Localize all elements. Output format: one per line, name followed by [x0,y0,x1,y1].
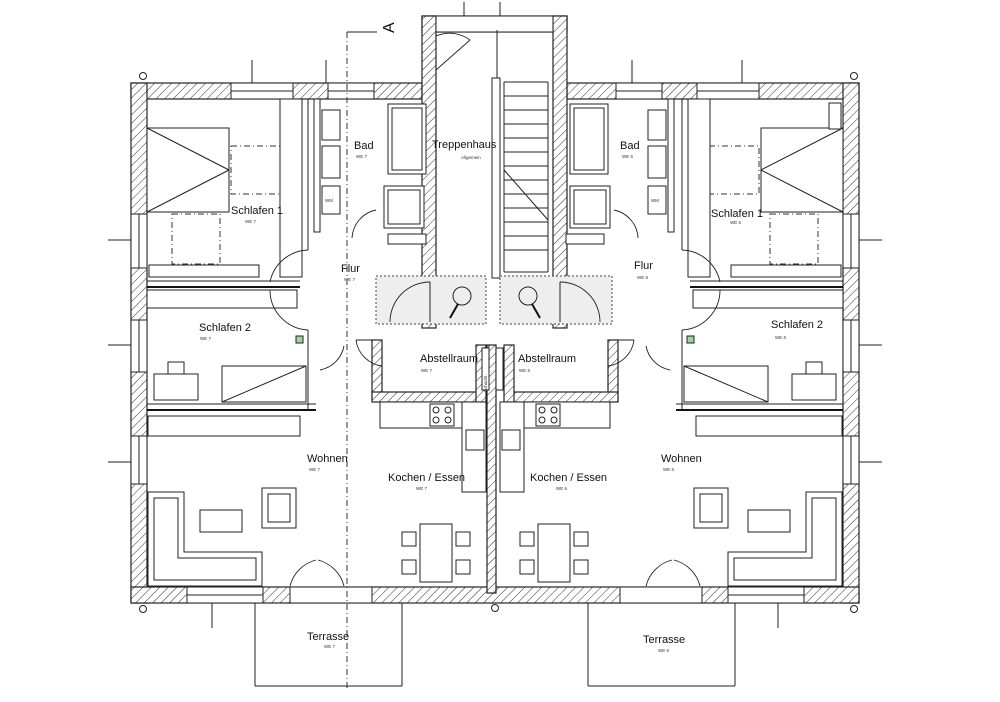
dining-left [401,523,471,583]
interior-doors [269,209,721,371]
living-right-furniture [645,487,843,587]
interior-walls [147,98,843,594]
dining-right [519,523,589,583]
label-wohnen-right: Wohnen [661,453,702,465]
sub-terrasse-left: WE 7 [324,644,335,649]
label-flur-right: Flur [634,260,653,272]
wm-tag-right: WM [651,198,659,203]
sub-abstell-left: WE 7 [421,368,432,373]
label-terrasse-left: Terrasse [307,631,349,643]
sub-flur-left: WE 7 [344,277,355,282]
bathroom-left-fixtures: WM [321,103,427,245]
label-schlafen2-left: Schlafen 2 [199,322,251,334]
axis-marks [108,2,882,628]
living-left-furniture [147,487,345,587]
wm-tag-left: WM [325,198,333,203]
label-schlafen2-right: Schlafen 2 [771,319,823,331]
label-abstell-right: Abstellraum [518,353,576,365]
label-kochen-right: Kochen / Essen [530,472,607,484]
sub-kochen-right: WE 6 [556,486,567,491]
bathroom-right-fixtures: WM [565,103,667,245]
label-terrasse-right: Terrasse [643,634,685,646]
sub-schlafen1-left: WE 7 [245,219,256,224]
stair-door [435,32,471,71]
section-line-a: A [346,22,398,690]
bedroom1-left-furniture [146,98,303,278]
label-schlafen1-right: Schlafen 1 [711,208,763,220]
label-flur-left: Flur [341,263,360,275]
windows [130,15,860,604]
sub-bad-left: WE 7 [356,154,367,159]
sub-abstell-right: WE 6 [519,368,530,373]
label-bad-right: Bad [620,140,640,152]
section-marker: A [381,22,398,33]
sub-wohnen-right: WE 6 [663,467,674,472]
sub-schlafen1-right: WE 6 [730,220,741,225]
bedroom2-left-furniture [146,289,307,403]
staircase [491,30,549,279]
label-kochen-left: Kochen / Essen [388,472,465,484]
kitchen-right [499,401,843,493]
bedroom1-right-furniture [687,98,844,278]
sub-flur-right: WE 6 [637,275,648,280]
entrance-doors [375,275,613,325]
room-labels: Treppenhaus Allgemein Bad WE 7 Bad WE 6 … [199,139,823,653]
sub-wohnen-left: WE 7 [309,467,320,472]
label-treppenhaus: Treppenhaus [432,139,497,151]
shaft-tag: Schacht [483,375,488,392]
label-wohnen-left: Wohnen [307,453,348,465]
bedroom2-right-furniture [683,289,844,403]
sub-terrasse-right: WE 6 [658,648,669,653]
label-schlafen1-left: Schlafen 1 [231,205,283,217]
kitchen-left [147,401,487,493]
sub-schlafen2-left: WE 7 [200,336,211,341]
sub-treppenhaus: Allgemein [461,155,481,160]
sub-bad-right: WE 6 [622,154,633,159]
sub-schlafen2-right: WE 6 [775,335,786,340]
shaft [481,345,504,391]
corner-markers [139,72,858,613]
label-abstell-left: Abstellraum [420,353,478,365]
label-bad-left: Bad [354,140,374,152]
terraces [254,603,736,687]
sub-kochen-left: WE 7 [416,486,427,491]
